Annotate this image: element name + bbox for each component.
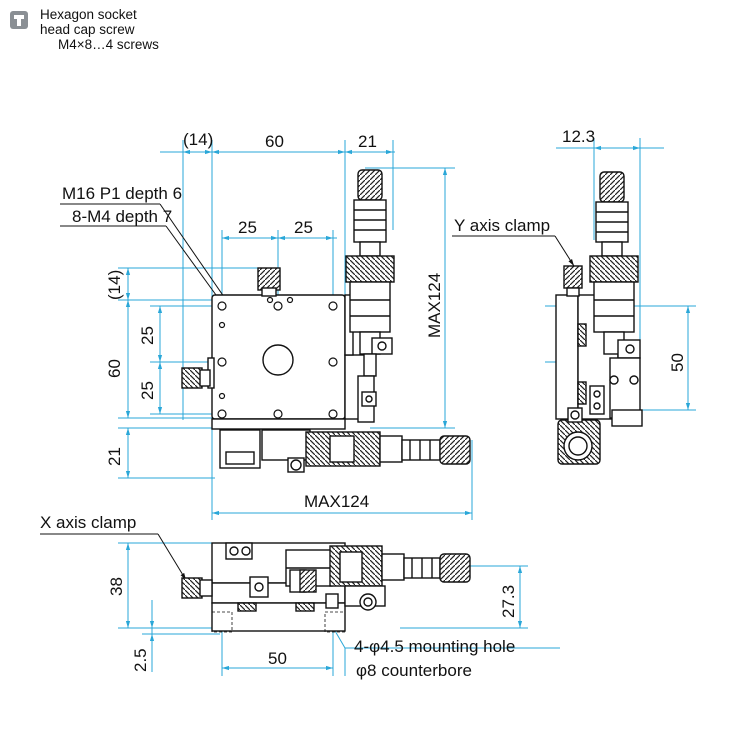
dim-max124-vertical: MAX124 <box>425 273 444 338</box>
y-axis-clamp-label: Y axis clamp <box>454 216 550 235</box>
mounting-hole-hidden-lines <box>211 611 346 633</box>
dim-21-left: 21 <box>105 447 124 466</box>
side-view-callout <box>452 235 575 267</box>
dim-2-5: 2.5 <box>131 648 150 672</box>
dim-38: 38 <box>107 577 126 596</box>
dim-25-left-a: 25 <box>138 326 157 345</box>
counterbore-label: φ8 counterbore <box>356 661 472 680</box>
dim-25-b: 25 <box>294 218 313 237</box>
dim-25-a: 25 <box>238 218 257 237</box>
dim-50-front: 50 <box>268 649 287 668</box>
dim-25-left-b: 25 <box>138 381 157 400</box>
y-micrometer <box>345 169 395 423</box>
dim-50-side: 50 <box>668 353 687 372</box>
dim-21-top: 21 <box>358 132 377 151</box>
top-view: (14) 60 21 M16 P1 depth 6 8-M4 depth 7 2… <box>60 130 473 520</box>
dim-14-left: (14) <box>105 270 124 300</box>
hex-key-icon <box>10 11 28 29</box>
dim-60-left: 60 <box>105 359 124 378</box>
side-view-labels: 12.3 Y axis clamp 50 <box>454 127 687 372</box>
front-view-labels: X axis clamp 38 27.3 2.5 50 4-φ4.5 mount… <box>40 513 518 680</box>
note-line-1: Hexagon socket <box>40 7 137 22</box>
xy-stage-body <box>181 267 366 473</box>
x-axis-clamp-label: X axis clamp <box>40 513 136 532</box>
note-line-3: M4×8…4 screws <box>58 37 159 52</box>
dim-27-3: 27.3 <box>499 585 518 618</box>
top-view-labels: (14) 60 21 M16 P1 depth 6 8-M4 depth 7 2… <box>62 130 444 511</box>
front-view: X axis clamp 38 27.3 2.5 50 4-φ4.5 mount… <box>40 513 560 680</box>
side-view: 12.3 Y axis clamp 50 <box>452 127 696 465</box>
note-line-2: head cap screw <box>40 22 135 37</box>
dim-14-top: (14) <box>183 130 213 149</box>
m4-holes <box>217 296 338 419</box>
dim-60-top: 60 <box>265 132 284 151</box>
callout-m4: 8-M4 depth 7 <box>72 207 172 226</box>
mounting-hole-label: 4-φ4.5 mounting hole <box>354 637 515 656</box>
front-stage-body <box>181 542 471 632</box>
callout-m16: M16 P1 depth 6 <box>62 184 182 203</box>
side-stage-body <box>555 171 643 465</box>
screw-note: Hexagon socket head cap screw M4×8…4 scr… <box>40 7 159 52</box>
dim-max124-horizontal: MAX124 <box>304 492 369 511</box>
front-view-callout <box>40 533 187 581</box>
dim-12-3: 12.3 <box>562 127 595 146</box>
x-micrometer <box>305 431 471 467</box>
